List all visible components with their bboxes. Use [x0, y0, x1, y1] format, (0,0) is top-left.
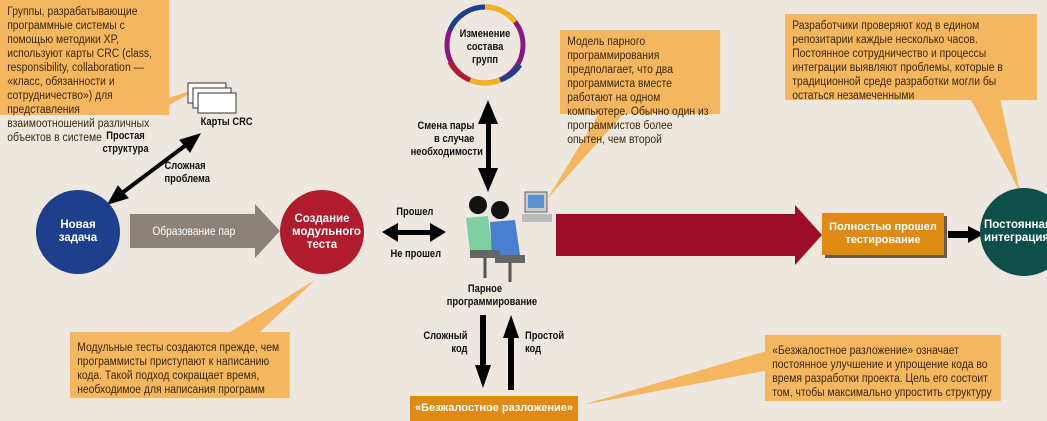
callout-pointer-refactoring — [582, 350, 770, 405]
callout-pair-programming: Модель парного программирования предпола… — [560, 30, 721, 146]
callout-integration: Разработчики проверяют код в едином репо… — [785, 14, 1037, 102]
new-task-node: Новая задача — [36, 190, 120, 274]
callout-pointer-unit-tests — [230, 280, 315, 332]
continuous-integration-node: Постоянная интеграция — [980, 188, 1047, 276]
callout-refactoring: «Безжалостное разложение» означает посто… — [765, 335, 1001, 401]
refactoring-box: «Безжалостное разложение» — [410, 396, 578, 421]
callout-unit-tests: Модульные тесты создаются прежде, чем пр… — [70, 332, 290, 398]
complex-code-label: Сложный код — [423, 330, 468, 355]
passed-testing-box: Полностью прошел тестирование — [822, 213, 944, 255]
simple-structure-label: Простая структура — [102, 130, 149, 155]
pair-programming-figure-icon — [466, 191, 552, 282]
pass-fail-double-arrow — [382, 223, 446, 242]
crc-cards-label: Карты CRC — [200, 116, 253, 128]
complex-code-down-arrow — [475, 315, 491, 388]
simple-code-label: Простой код — [525, 330, 565, 355]
refactoring-label: «Безжалостное разложение» — [414, 402, 574, 414]
switch-pair-label: Смена пары в случае необходимости — [410, 120, 483, 158]
callout-pointer-integration — [970, 98, 1020, 192]
main-flow-arrow — [556, 205, 822, 265]
complex-problem-label: Сложная проблема — [164, 160, 211, 185]
team-change-label: Изменение состава групп — [459, 28, 511, 66]
callout-crc: Группы, разрабатывающие программные сист… — [0, 0, 170, 144]
continuous-integration-label: Постоянная интеграция — [984, 219, 1047, 244]
passed-label: Прошел — [396, 206, 434, 218]
failed-label: Не прошел — [390, 248, 442, 260]
pair-programming-label: Парное программирование — [446, 283, 538, 308]
integration-arrow — [948, 226, 984, 243]
pairing-arrow — [130, 204, 280, 258]
callout-pointer-pair — [548, 112, 625, 198]
unit-test-node: Создание модульного теста — [280, 190, 364, 274]
crc-cards-icon — [187, 82, 237, 114]
passed-testing-label: Полностью прошел тестирование — [829, 221, 937, 246]
crc-double-arrow — [106, 133, 202, 205]
unit-test-label: Создание модульного теста — [292, 212, 361, 251]
switch-pair-double-arrow — [478, 100, 498, 192]
team-change-cycle-icon — [444, 4, 526, 86]
new-task-label: Новая задача — [58, 219, 98, 244]
simple-code-up-arrow — [503, 315, 519, 390]
pairing-label: Образование пар — [152, 224, 236, 238]
